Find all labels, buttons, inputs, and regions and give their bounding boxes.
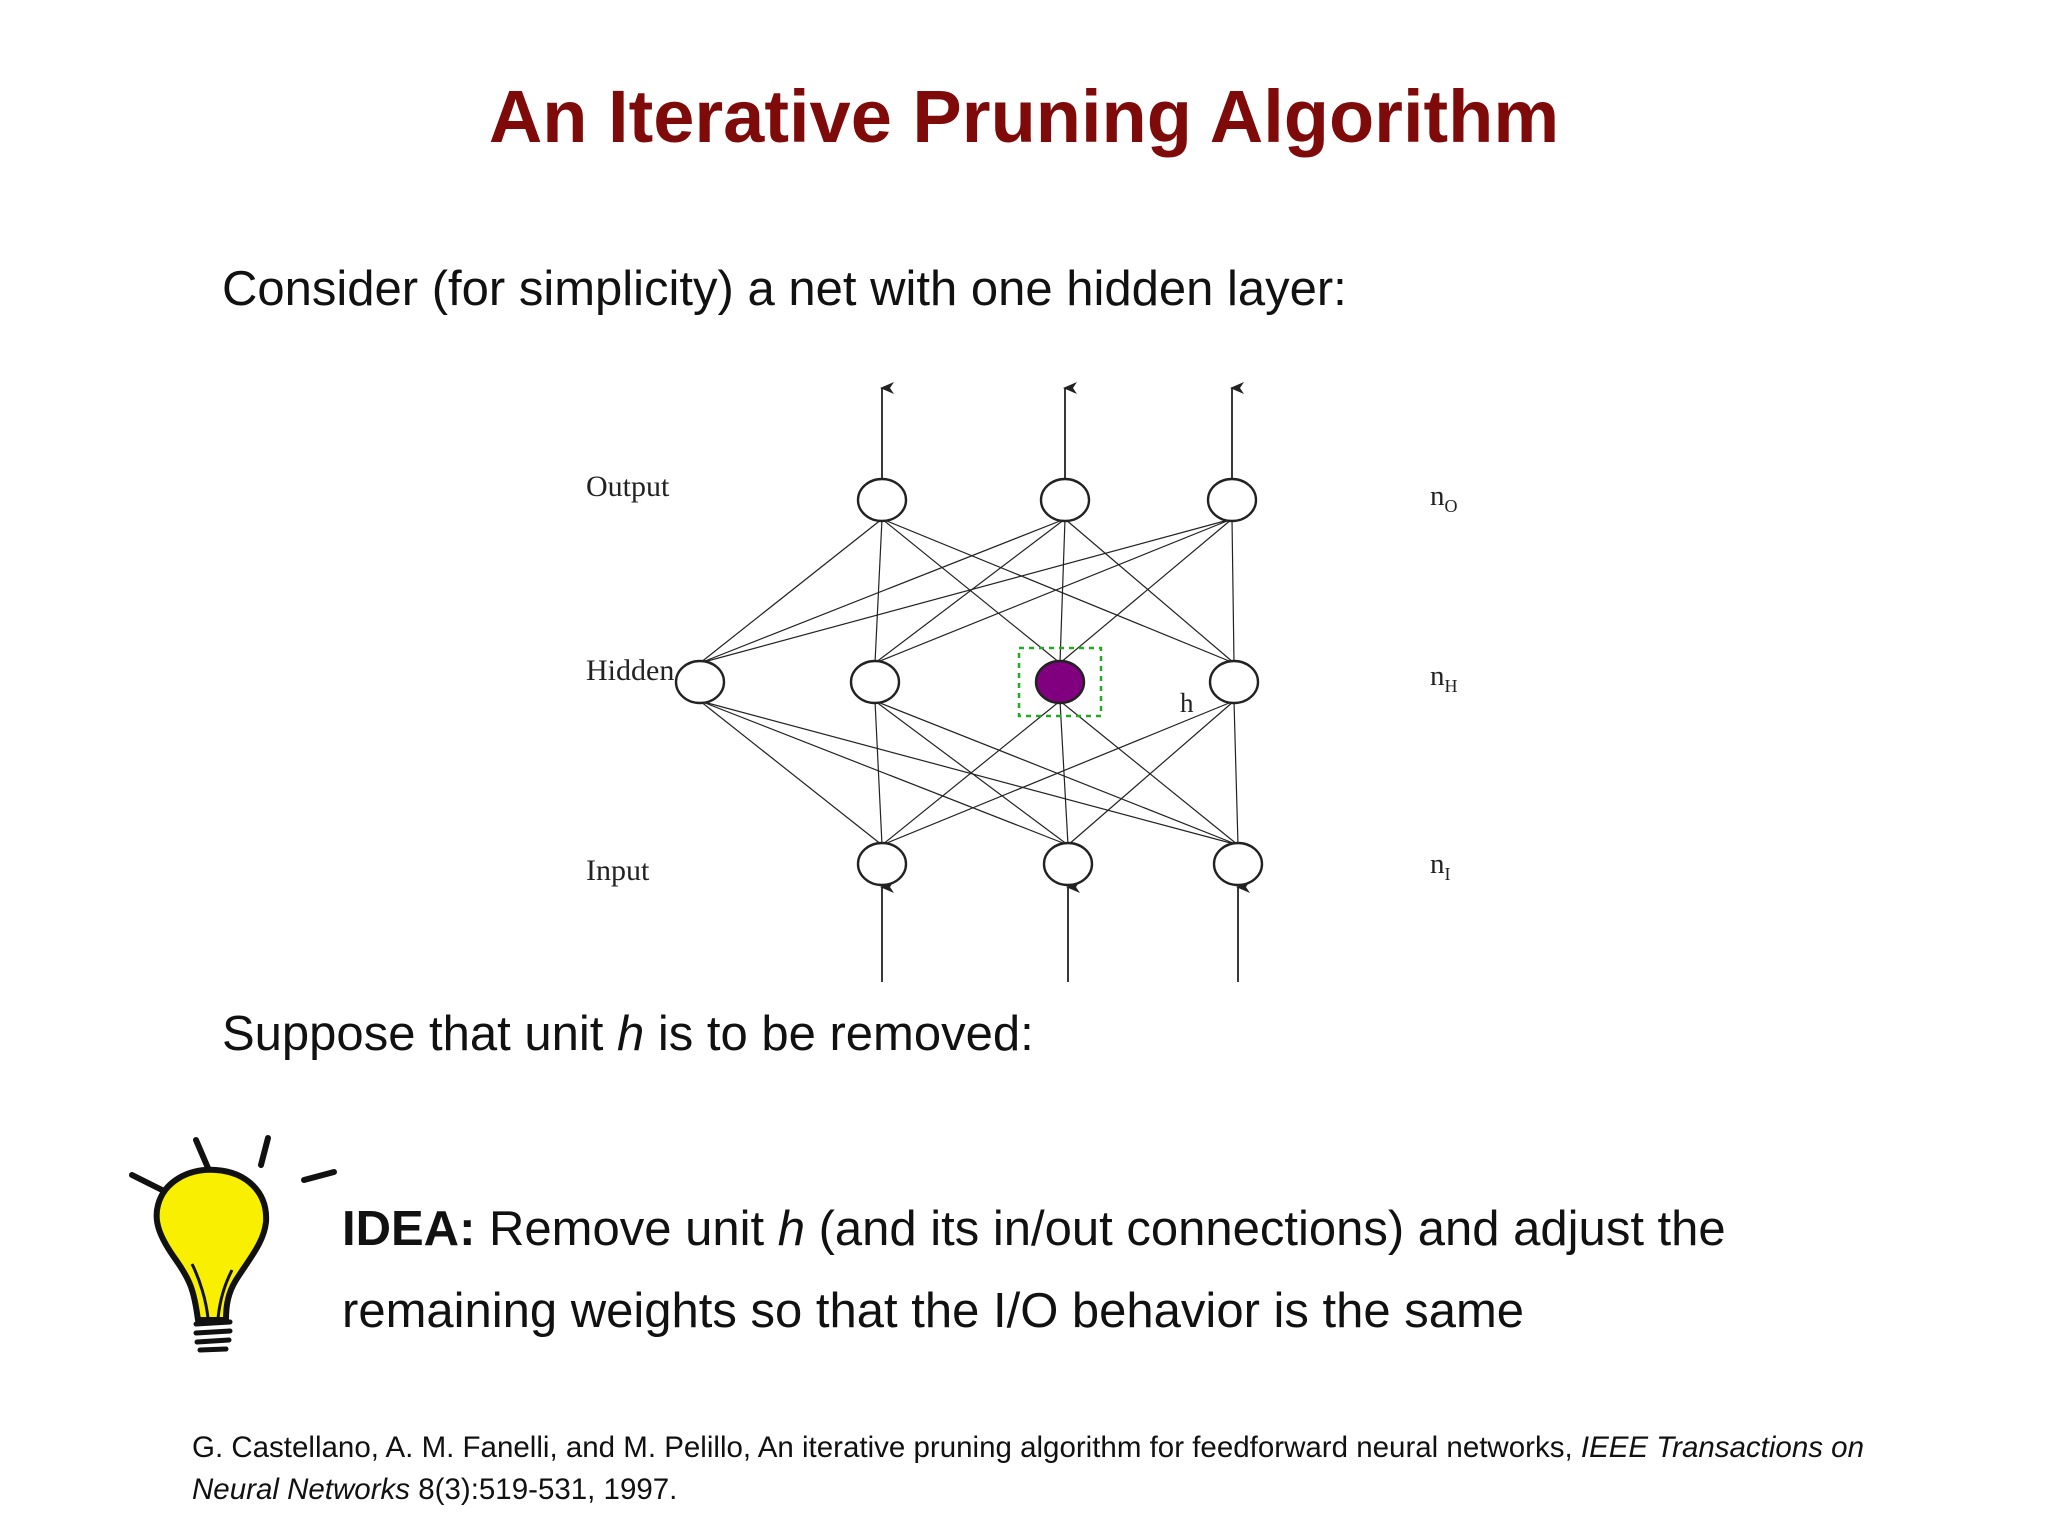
connection-line (874, 700, 1239, 846)
connection-line (1231, 518, 1235, 664)
input-unit (1042, 841, 1094, 887)
connection-line (874, 518, 1233, 664)
connection-line (1059, 518, 1066, 664)
input-size-label: nI (1430, 848, 1451, 884)
output-size-label: nO (1430, 480, 1458, 516)
output-layer-label: Output (586, 470, 670, 503)
suppose-text: Suppose that unit h is to be removed: (222, 1007, 1034, 1061)
network-units (674, 477, 1264, 887)
connection-line (699, 700, 883, 846)
input-unit (856, 841, 908, 887)
network-diagram: Output Hidden Input h nO nH nI (586, 382, 1458, 982)
lightbulb-icon (129, 1135, 337, 1353)
citation-journal: IEEE Transactions on Neural Networks (192, 1431, 1864, 1506)
connection-line (699, 518, 1233, 664)
connection-line (881, 518, 1061, 664)
connection-line (699, 518, 883, 664)
connection-lines (699, 518, 1239, 846)
connection-line (1059, 700, 1239, 846)
hidden-size-label: nH (1430, 660, 1458, 696)
connection-line (881, 518, 1235, 664)
connection-line (1064, 518, 1235, 664)
hidden-unit (674, 659, 726, 705)
output-unit (856, 477, 908, 523)
input-layer-label: Input (586, 854, 650, 887)
connection-line (874, 700, 1069, 846)
idea-unit-h: h (777, 1202, 805, 1256)
removed-unit-label: h (1180, 688, 1194, 718)
connection-line (699, 518, 1066, 664)
connection-line (1233, 700, 1239, 846)
output-unit (1039, 477, 1091, 523)
idea-text: IDEA: Remove unit h (and its in/out conn… (342, 1202, 1726, 1338)
connection-line (699, 700, 1239, 846)
connection-line (699, 700, 1069, 846)
removed-unit-highlight (1017, 646, 1103, 718)
io-arrows (880, 382, 1250, 982)
connection-line (1059, 700, 1069, 846)
hidden-unit (1208, 659, 1260, 705)
connection-line (1067, 700, 1235, 846)
connection-line (1059, 518, 1233, 664)
hidden-unit (849, 659, 901, 705)
removed-unit-h (1034, 659, 1086, 705)
output-unit (1206, 477, 1258, 523)
connection-line (874, 518, 883, 664)
slide-title: An Iterative Pruning Algorithm (488, 75, 1560, 158)
hidden-layer-label: Hidden (586, 654, 674, 687)
idea-label: IDEA: (342, 1202, 476, 1256)
citation: G. Castellano, A. M. Fanelli, and M. Pel… (192, 1431, 1864, 1506)
connection-line (874, 700, 883, 846)
intro-text: Consider (for simplicity) a net with one… (222, 262, 1347, 316)
input-unit (1212, 841, 1264, 887)
unit-h-reference: h (617, 1007, 645, 1061)
connection-line (874, 518, 1066, 664)
